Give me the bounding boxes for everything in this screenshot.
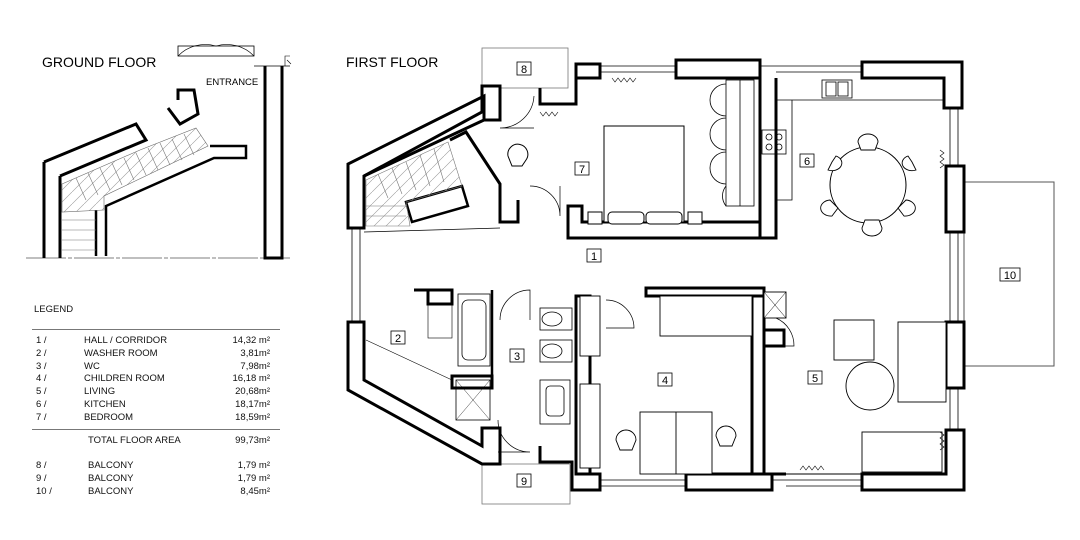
ground-floor-plan: [26, 44, 292, 260]
room-tag-4-box: [657, 372, 673, 387]
legend-room-area: 20,68m²: [235, 386, 270, 398]
room-tag-2-box: [390, 330, 406, 345]
legend-total-label: TOTAL FLOOR AREA: [88, 434, 181, 446]
legend-room-name: KITCHEN: [84, 398, 126, 410]
room-tag-3-box: [509, 348, 525, 363]
legend-room-number: 10 /: [36, 485, 52, 497]
doors: [497, 95, 795, 453]
room-tag-2: 2: [395, 333, 401, 345]
legend-room-number: 5 /: [36, 386, 47, 398]
room-tag-labels: 8 7 6 1 2 3 4 5 9 10: [395, 64, 1016, 488]
legend-room-name: BEDROOM: [84, 411, 134, 423]
legend-room-number: 6 /: [36, 398, 47, 410]
legend-heading: LEGEND: [34, 304, 74, 315]
legend-room-name: CHILDREN ROOM: [84, 373, 165, 385]
legend-room-area: 8,45m²: [240, 485, 270, 497]
legend-room-name: HALL / CORRIDOR: [84, 335, 168, 346]
room-tag-9: 9: [521, 476, 527, 488]
legend-room-number: 4 /: [36, 373, 47, 385]
legend-room-number: 8 /: [36, 460, 47, 472]
bed: [587, 125, 703, 225]
legend-room-area: 18,59m²: [235, 411, 270, 423]
legend-row: 9 / BALCONY 1,79 m²: [34, 473, 278, 486]
legend-room-number: 2 /: [36, 347, 47, 359]
kitchen-counter: [761, 78, 853, 201]
legend-room-area: 7,98m²: [240, 360, 270, 372]
legend-room-area: 14,32 m²: [232, 335, 271, 346]
entrance-label: ENTRANCE: [206, 77, 258, 88]
legend-divider-top: [32, 329, 280, 330]
room-tag-10-box: [999, 267, 1021, 282]
room-tags: [390, 61, 1021, 488]
legend-room-area: 3,81m²: [240, 347, 270, 359]
legend-row: 1 / HALL / CORRIDOR 14,32 m²: [34, 335, 278, 348]
children-furniture: [579, 295, 753, 475]
balcony-10: [963, 181, 1055, 367]
legend-room-number: 7 /: [36, 411, 47, 423]
room-tag-8-box: [516, 61, 532, 76]
legend-room-name: BALCONY: [88, 460, 134, 472]
room-tag-6: 6: [804, 156, 810, 168]
ground-right-wall: [263, 66, 284, 260]
room-tag-7: 7: [579, 164, 585, 176]
legend-room-number: 3 /: [36, 360, 47, 372]
ground-stairs: [61, 127, 209, 213]
dining-table: [820, 133, 917, 237]
legend-room-number: 9 /: [36, 473, 47, 485]
living-furniture: [763, 291, 947, 473]
room-tag-10: 10: [1004, 270, 1016, 282]
legend-row: 7 / BEDROOM 18,59m²: [34, 412, 278, 425]
legend-total-row: TOTAL FLOOR AREA 99,73m²: [34, 435, 278, 448]
room-tag-8: 8: [521, 64, 527, 76]
washer-machines: [365, 303, 453, 381]
entrance-door: [177, 45, 255, 57]
room-tag-4: 4: [662, 375, 668, 387]
radiators: [539, 77, 945, 471]
room-tag-7-box: [574, 161, 590, 176]
room-tag-6-box: [799, 153, 815, 168]
ground-diagonal-wall: [42, 122, 149, 258]
bedroom-chair: [507, 143, 529, 167]
legend-row: 4 / CHILDREN ROOM 16,18 m²: [34, 373, 278, 386]
legend-row: 6 / KITCHEN 18,17m²: [34, 399, 278, 412]
legend-row: 10 / BALCONY 8,45m²: [34, 486, 278, 499]
legend-room-area: 1,79 m²: [237, 460, 270, 472]
room-tag-5-box: [807, 370, 823, 385]
balcony-8: [481, 47, 569, 89]
room-tag-1: 1: [591, 251, 597, 263]
wc-fixtures: [455, 293, 573, 425]
legend-room-name: BALCONY: [88, 485, 134, 497]
legend-room-area: 1,79 m²: [237, 473, 270, 485]
room-tag-3: 3: [514, 351, 520, 363]
legend: LEGEND 1 / HALL / CORRIDOR 14,32 m² 2 / …: [32, 304, 280, 499]
legend-room-name: WC: [84, 360, 100, 372]
legend-row: 2 / WASHER ROOM 3,81m²: [34, 348, 278, 361]
legend-room-name: BALCONY: [88, 473, 134, 485]
room-tag-9-box: [516, 473, 532, 488]
legend-room-name: WASHER ROOM: [84, 347, 158, 359]
legend-row: 8 / BALCONY 1,79 m²: [34, 460, 278, 473]
wardrobe: [709, 79, 755, 207]
legend-row: 3 / WC 7,98m²: [34, 361, 278, 374]
legend-divider-total: [32, 428, 280, 430]
legend-total-area: 99,73m²: [235, 434, 270, 446]
room-tag-5: 5: [812, 373, 818, 385]
first-floor-title: FIRST FLOOR: [346, 54, 438, 70]
first-floor-stairs: [365, 141, 463, 227]
legend-room-area: 18,17m²: [235, 398, 270, 410]
room-tag-1-box: [586, 248, 602, 263]
legend-room-name: LIVING: [84, 386, 116, 398]
balcony-9: [481, 463, 571, 505]
legend-row: 5 / LIVING 20,68m²: [34, 386, 278, 399]
legend-room-number: 1 /: [36, 335, 47, 346]
ground-floor-title: GROUND FLOOR: [42, 54, 156, 70]
legend-room-area: 16,18 m²: [232, 373, 271, 385]
